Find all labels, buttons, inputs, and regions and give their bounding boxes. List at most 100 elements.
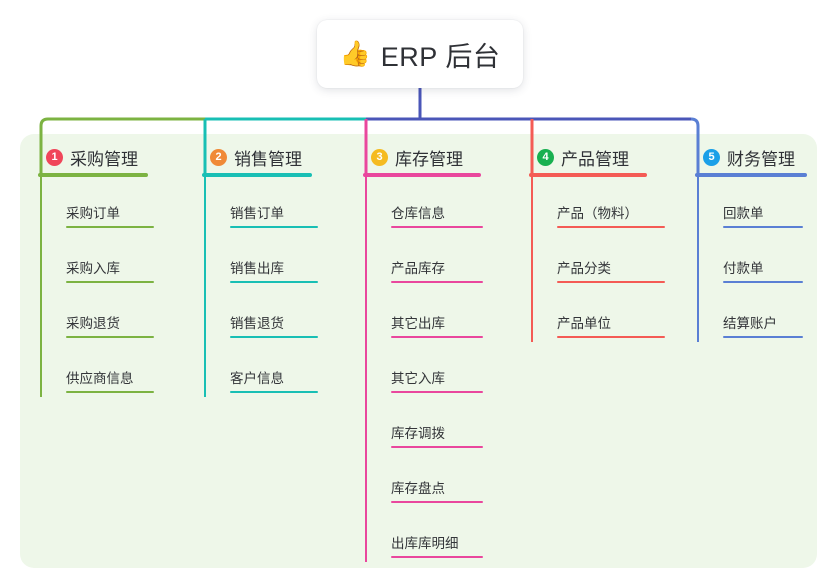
leaf-node[interactable]: 采购订单 xyxy=(52,177,154,232)
leaf-node-underline xyxy=(66,336,154,338)
leaf-node-label: 供应商信息 xyxy=(66,371,134,386)
leaf-node-label: 付款单 xyxy=(723,261,764,276)
leaf-node-label: 产品库存 xyxy=(391,261,445,276)
leaf-node-label: 产品（物料） xyxy=(557,206,638,221)
badge-number-icon: 2 xyxy=(210,148,227,166)
leaf-list: 仓库信息产品库存其它出库其它入库库存调拨库存盘点出库库明细 xyxy=(363,177,483,562)
leaf-node-underline xyxy=(66,226,154,228)
root-node-content: 👍 ERP 后台 xyxy=(340,35,501,74)
leaf-node[interactable]: 采购入库 xyxy=(52,232,154,287)
leaf-node[interactable]: 付款单 xyxy=(709,232,807,287)
leaf-list: 产品（物料） 产品分类产品单位 xyxy=(529,177,665,342)
leaf-node[interactable]: 产品单位 xyxy=(543,287,665,342)
leaf-node-underline xyxy=(230,226,318,228)
leaf-node[interactable]: 回款单 xyxy=(709,177,807,232)
leaf-node-underline xyxy=(230,281,318,283)
leaf-node-underline xyxy=(391,281,483,283)
leaf-node-body: 仓库信息 xyxy=(377,202,483,232)
leaf-node-underline xyxy=(723,281,803,283)
leaf-node-body: 库存调拨 xyxy=(377,422,483,452)
leaf-node-body: 产品（物料） xyxy=(543,202,665,232)
column-underline xyxy=(529,173,647,177)
leaf-node-underline xyxy=(391,556,483,558)
leaf-node-underline xyxy=(391,391,483,393)
badge-number-icon: 5 xyxy=(703,148,720,166)
column-1: 1 采购管理采购订单采购入库采购退货供应商信息 xyxy=(38,146,154,397)
leaf-node-label: 仓库信息 xyxy=(391,206,445,221)
leaf-node-body: 采购入库 xyxy=(52,257,154,287)
content-panel xyxy=(20,134,817,568)
leaf-node[interactable]: 产品分类 xyxy=(543,232,665,287)
leaf-node[interactable]: 销售出库 xyxy=(216,232,318,287)
column-title: 采购管理 xyxy=(70,149,138,169)
leaf-node[interactable]: 仓库信息 xyxy=(377,177,483,232)
leaf-node-body: 出库库明细 xyxy=(377,532,483,562)
leaf-node[interactable]: 库存调拨 xyxy=(377,397,483,452)
leaf-node-underline xyxy=(66,281,154,283)
leaf-node[interactable]: 采购退货 xyxy=(52,287,154,342)
leaf-node[interactable]: 结算账户 xyxy=(709,287,807,342)
leaf-node[interactable]: 其它入库 xyxy=(377,342,483,397)
leaf-node-body: 产品库存 xyxy=(377,257,483,287)
column-header-1[interactable]: 1 采购管理 xyxy=(38,146,154,169)
leaf-node[interactable]: 销售退货 xyxy=(216,287,318,342)
leaf-node-underline xyxy=(391,501,483,503)
leaf-node-body: 采购订单 xyxy=(52,202,154,232)
column-3: 3 库存管理仓库信息产品库存其它出库其它入库库存调拨库存盘点出库库明细 xyxy=(363,146,483,562)
leaf-spine xyxy=(697,177,699,342)
leaf-node-body: 销售退货 xyxy=(216,312,318,342)
leaf-node-body: 库存盘点 xyxy=(377,477,483,507)
column-title: 产品管理 xyxy=(561,149,629,169)
badge-number-icon: 1 xyxy=(46,148,63,166)
root-node[interactable]: 👍 ERP 后台 xyxy=(317,20,523,88)
leaf-list: 回款单付款单结算账户 xyxy=(695,177,807,342)
leaf-node-underline xyxy=(723,226,803,228)
leaf-node-body: 采购退货 xyxy=(52,312,154,342)
leaf-node[interactable]: 供应商信息 xyxy=(52,342,154,397)
column-header-5[interactable]: 5 财务管理 xyxy=(695,146,807,169)
leaf-node-body: 其它出库 xyxy=(377,312,483,342)
leaf-node[interactable]: 其它出库 xyxy=(377,287,483,342)
leaf-node-label: 销售订单 xyxy=(230,206,284,221)
leaf-node-body: 销售订单 xyxy=(216,202,318,232)
column-underline xyxy=(38,173,148,177)
leaf-spine xyxy=(204,177,206,397)
leaf-node-body: 供应商信息 xyxy=(52,367,154,397)
leaf-node-body: 客户信息 xyxy=(216,367,318,397)
badge-number-icon: 3 xyxy=(371,148,388,166)
leaf-node-underline xyxy=(723,336,803,338)
leaf-node-body: 产品单位 xyxy=(543,312,665,342)
leaf-node-label: 产品单位 xyxy=(557,316,611,331)
leaf-node-label: 客户信息 xyxy=(230,371,284,386)
leaf-node[interactable]: 出库库明细 xyxy=(377,507,483,562)
leaf-node[interactable]: 产品库存 xyxy=(377,232,483,287)
leaf-node[interactable]: 库存盘点 xyxy=(377,452,483,507)
leaf-node-label: 其它出库 xyxy=(391,316,445,331)
column-5: 5 财务管理回款单付款单结算账户 xyxy=(695,146,807,342)
thumbs-up-icon: 👍 xyxy=(339,39,371,68)
leaf-node[interactable]: 客户信息 xyxy=(216,342,318,397)
leaf-node-label: 销售出库 xyxy=(230,261,284,276)
leaf-node-label: 结算账户 xyxy=(723,316,777,331)
column-title: 财务管理 xyxy=(727,149,795,169)
column-underline xyxy=(202,173,312,177)
leaf-spine xyxy=(531,177,533,342)
column-header-2[interactable]: 2 销售管理 xyxy=(202,146,318,169)
column-title: 销售管理 xyxy=(234,149,302,169)
leaf-spine xyxy=(40,177,42,397)
leaf-node-label: 采购订单 xyxy=(66,206,120,221)
column-title: 库存管理 xyxy=(395,149,463,169)
leaf-node-underline xyxy=(391,336,483,338)
leaf-node-label: 其它入库 xyxy=(391,371,445,386)
column-2: 2 销售管理销售订单销售出库销售退货客户信息 xyxy=(202,146,318,397)
leaf-node[interactable]: 产品（物料） xyxy=(543,177,665,232)
leaf-node[interactable]: 销售订单 xyxy=(216,177,318,232)
column-underline xyxy=(695,173,807,177)
leaf-node-underline xyxy=(557,226,665,228)
leaf-node-label: 出库库明细 xyxy=(391,536,459,551)
leaf-node-underline xyxy=(230,391,318,393)
column-header-3[interactable]: 3 库存管理 xyxy=(363,146,483,169)
